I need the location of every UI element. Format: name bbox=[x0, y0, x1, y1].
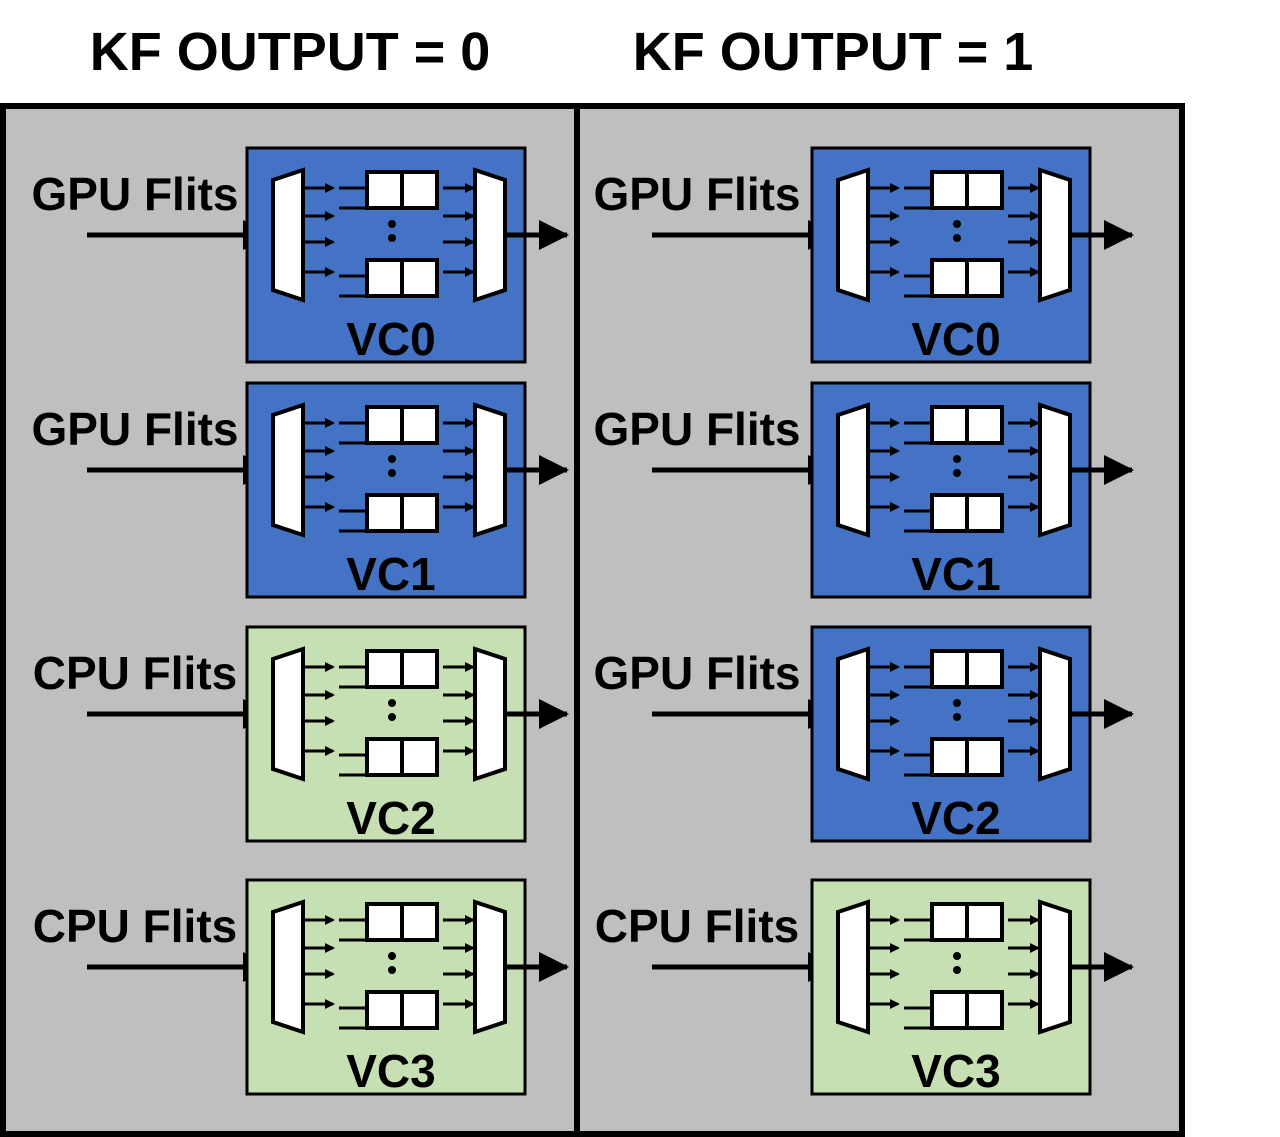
ellipsis-dot bbox=[388, 966, 396, 974]
title-kf-output-1: KF OUTPUT = 1 bbox=[633, 22, 1034, 82]
title-kf-output-0: KF OUTPUT = 0 bbox=[90, 22, 491, 82]
mux bbox=[1038, 899, 1072, 1035]
vc-label: VC3 bbox=[346, 1045, 435, 1097]
mux bbox=[1038, 646, 1072, 782]
flit-label: GPU Flits bbox=[31, 403, 238, 455]
demux bbox=[271, 646, 305, 782]
mux bbox=[473, 899, 507, 1035]
flit-label: GPU Flits bbox=[31, 168, 238, 220]
ellipsis-dot bbox=[953, 699, 961, 707]
ellipsis-dot bbox=[953, 469, 961, 477]
ellipsis-dot bbox=[388, 469, 396, 477]
mux bbox=[1038, 402, 1072, 538]
vc-label: VC0 bbox=[346, 313, 435, 365]
vc-label: VC2 bbox=[911, 792, 1000, 844]
flit-label: CPU Flits bbox=[33, 900, 237, 952]
ellipsis-dot bbox=[953, 234, 961, 242]
flit-label: CPU Flits bbox=[33, 647, 237, 699]
ellipsis-dot bbox=[388, 952, 396, 960]
mux bbox=[473, 167, 507, 303]
mux bbox=[473, 402, 507, 538]
demux bbox=[836, 646, 870, 782]
mux bbox=[473, 646, 507, 782]
flit-label: GPU Flits bbox=[593, 168, 800, 220]
demux bbox=[271, 167, 305, 303]
vc-label: VC0 bbox=[911, 313, 1000, 365]
demux bbox=[271, 402, 305, 538]
mux bbox=[1038, 167, 1072, 303]
ellipsis-dot bbox=[953, 220, 961, 228]
ellipsis-dot bbox=[388, 455, 396, 463]
vc-label: VC2 bbox=[346, 792, 435, 844]
vc-label: VC3 bbox=[911, 1045, 1000, 1097]
flit-label: GPU Flits bbox=[593, 403, 800, 455]
flit-label: GPU Flits bbox=[593, 647, 800, 699]
demux bbox=[271, 899, 305, 1035]
ellipsis-dot bbox=[953, 966, 961, 974]
ellipsis-dot bbox=[388, 699, 396, 707]
demux bbox=[836, 899, 870, 1035]
ellipsis-dot bbox=[388, 220, 396, 228]
demux bbox=[836, 167, 870, 303]
vc-label: VC1 bbox=[346, 548, 435, 600]
ellipsis-dot bbox=[388, 234, 396, 242]
ellipsis-dot bbox=[388, 713, 396, 721]
ellipsis-dot bbox=[953, 952, 961, 960]
vc-label: VC1 bbox=[911, 548, 1000, 600]
flit-label: CPU Flits bbox=[595, 900, 799, 952]
demux bbox=[836, 402, 870, 538]
ellipsis-dot bbox=[953, 713, 961, 721]
ellipsis-dot bbox=[953, 455, 961, 463]
